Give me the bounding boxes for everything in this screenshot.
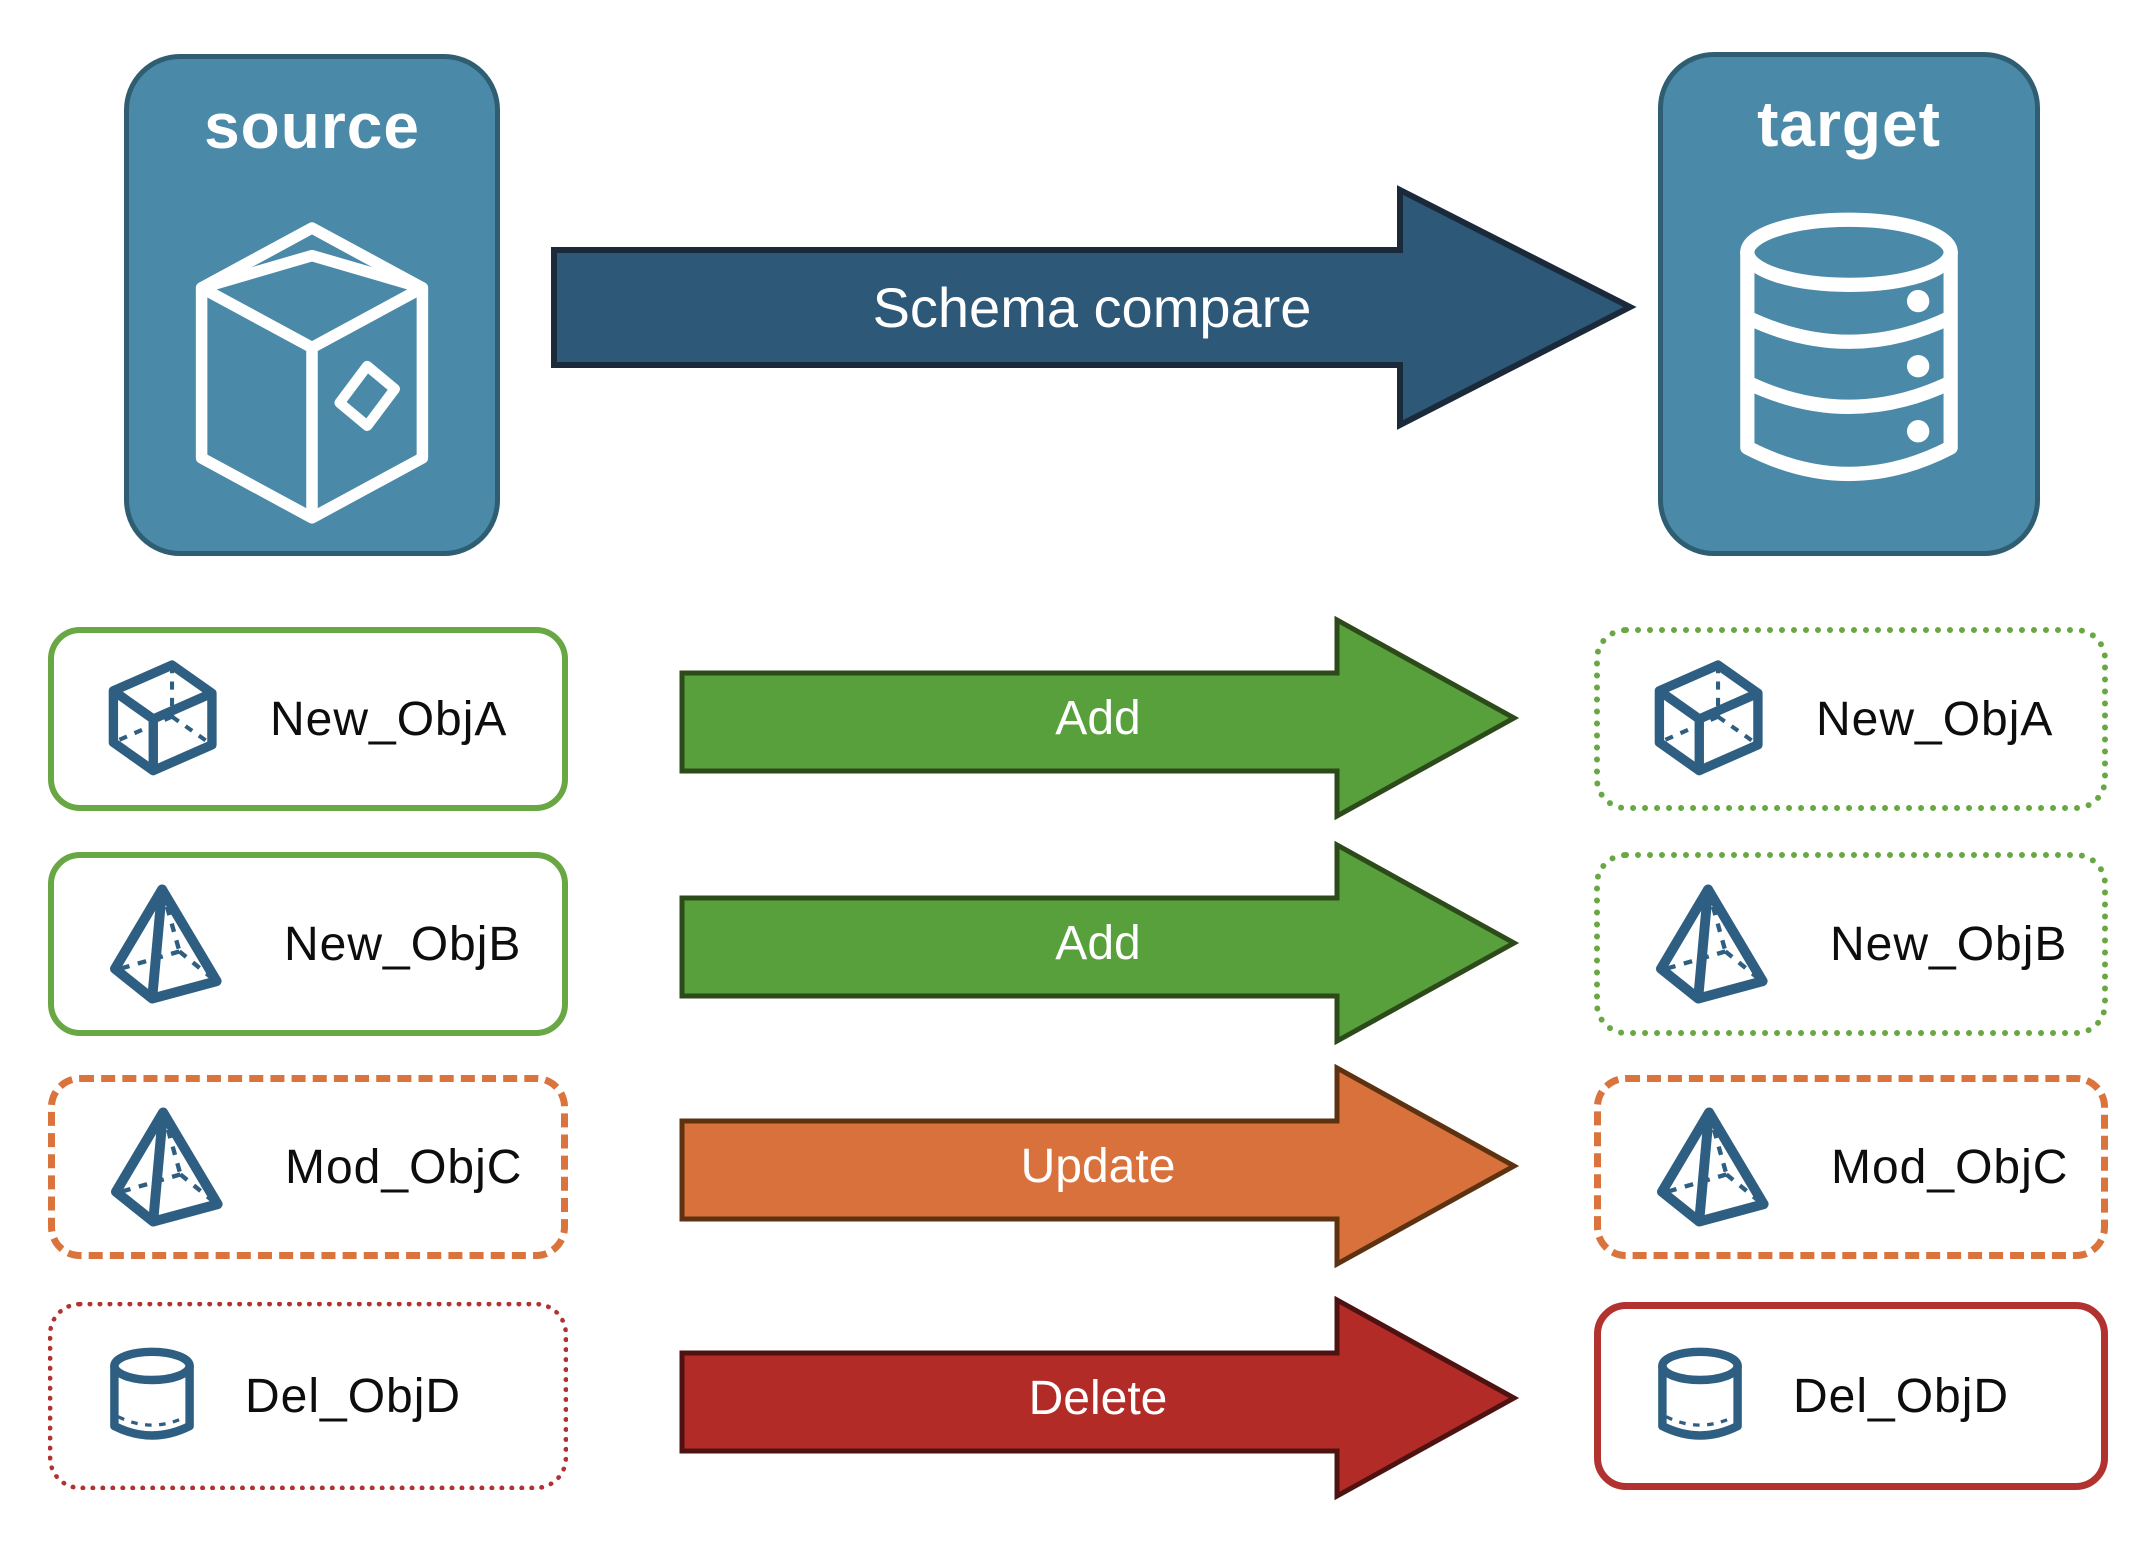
arrow-shape — [679, 615, 1520, 821]
source-node: source — [124, 54, 500, 556]
cylinder-icon — [1653, 1347, 1747, 1445]
pyramid-icon — [106, 882, 238, 1006]
arrow-shape — [551, 185, 1637, 430]
add-arrow-row2: Add — [679, 840, 1520, 1046]
source-object-box-new-objb: New_ObjB — [48, 852, 568, 1036]
object-label: Mod_ObjC — [1831, 1140, 2069, 1194]
pyramid-icon — [107, 1105, 239, 1229]
source-object-box-del-objd: Del_ObjD — [48, 1302, 568, 1490]
target-node: target — [1658, 52, 2040, 556]
target-object-box-new-objb: New_ObjB — [1594, 852, 2108, 1036]
add-arrow-row1: Add — [679, 615, 1520, 821]
source-object-box-new-obja: New_ObjA — [48, 627, 568, 811]
source-node-title: source — [204, 90, 420, 162]
object-label: New_ObjA — [270, 692, 508, 746]
cylinder-icon — [105, 1347, 199, 1445]
source-object-box-mod-objc: Mod_ObjC — [48, 1075, 568, 1259]
object-label: New_ObjA — [1816, 692, 2054, 746]
target-object-box-mod-objc: Mod_ObjC — [1594, 1075, 2108, 1259]
object-label: Mod_ObjC — [285, 1140, 523, 1194]
package-box-icon — [174, 205, 450, 527]
object-label: New_ObjB — [284, 917, 522, 971]
object-label: Del_ObjD — [245, 1369, 462, 1423]
update-arrow: Update — [679, 1063, 1520, 1269]
arrow-shape — [679, 1295, 1520, 1501]
pyramid-icon — [1653, 1105, 1785, 1229]
object-label: Del_ObjD — [1793, 1369, 2010, 1423]
arrow-shape — [679, 1063, 1520, 1269]
delete-arrow: Delete — [679, 1295, 1520, 1501]
pyramid-icon — [1652, 882, 1784, 1006]
object-label: New_ObjB — [1830, 917, 2068, 971]
target-node-title: target — [1757, 88, 1941, 160]
target-object-box-del-objd: Del_ObjD — [1594, 1302, 2108, 1490]
cube-icon — [1652, 658, 1770, 780]
arrow-shape — [679, 840, 1520, 1046]
schema-compare-arrow: Schema compare — [551, 185, 1637, 430]
target-object-box-new-obja: New_ObjA — [1594, 627, 2108, 811]
cube-icon — [106, 658, 224, 780]
database-icon — [1727, 203, 1971, 509]
